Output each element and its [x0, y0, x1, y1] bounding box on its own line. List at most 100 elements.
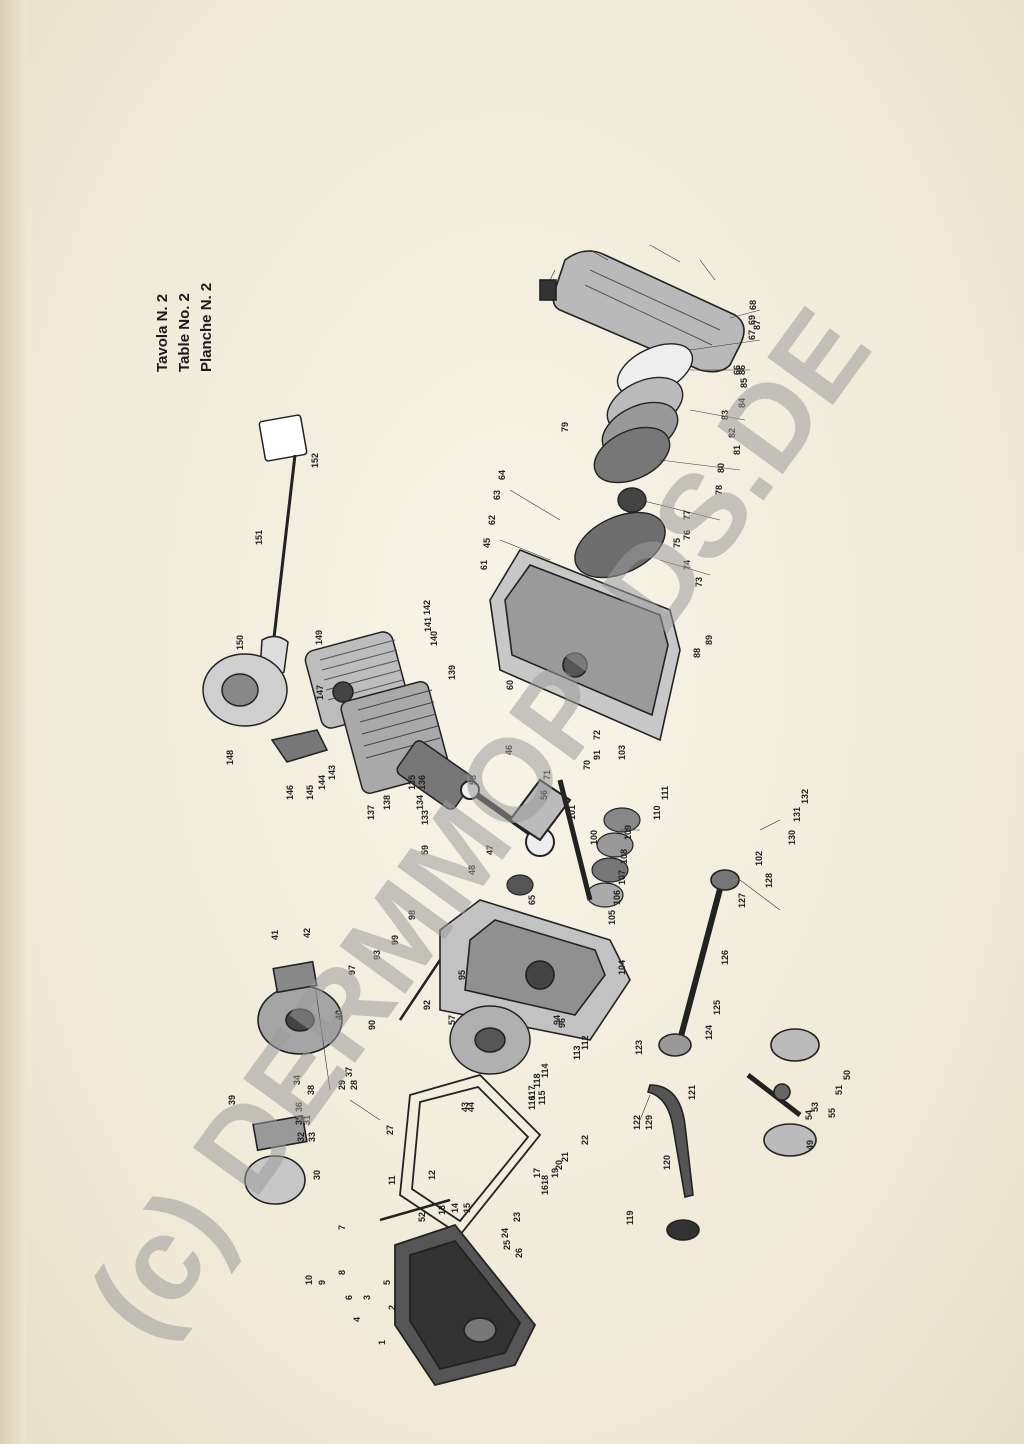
callout-151: 151 [254, 530, 264, 545]
callout-23: 23 [512, 1212, 522, 1222]
callout-149: 149 [314, 630, 324, 645]
callout-116: 116 [527, 1095, 537, 1110]
callout-90: 90 [367, 1020, 377, 1030]
callout-24: 24 [500, 1228, 510, 1238]
callout-137: 137 [366, 805, 376, 820]
callout-53: 53 [810, 1102, 820, 1112]
callout-138: 138 [382, 795, 392, 810]
callout-52: 52 [417, 1212, 427, 1222]
callout-79: 79 [560, 422, 570, 432]
callout-110: 110 [652, 805, 662, 820]
connecting-rod [460, 778, 572, 857]
callout-141: 141 [423, 617, 433, 632]
callout-125: 125 [712, 1000, 722, 1015]
callout-73: 73 [694, 577, 704, 587]
callout-40: 40 [334, 1010, 344, 1020]
callout-144: 144 [317, 775, 327, 790]
page-edge [0, 0, 26, 1444]
callout-84: 84 [737, 398, 747, 408]
callout-123: 123 [634, 1040, 644, 1055]
callout-28: 28 [349, 1080, 359, 1090]
callout-78: 78 [714, 485, 724, 495]
callout-3: 3 [362, 1295, 372, 1300]
clutch-plates [574, 343, 694, 579]
callout-54: 54 [804, 1110, 814, 1120]
callout-147: 147 [315, 685, 325, 700]
callout-63: 63 [492, 490, 502, 500]
callout-87: 87 [752, 320, 762, 330]
callout-118: 118 [532, 1073, 542, 1088]
callout-142: 142 [422, 600, 432, 615]
callout-71: 71 [542, 770, 552, 780]
callout-46: 46 [504, 745, 514, 755]
callout-94: 94 [552, 1015, 562, 1025]
callout-89: 89 [704, 635, 714, 645]
callout-107: 107 [617, 870, 627, 885]
crankcase-right [489, 549, 681, 742]
callout-61: 61 [479, 560, 489, 570]
callout-12: 12 [427, 1170, 437, 1180]
callout-106: 106 [612, 890, 622, 905]
callout-98: 98 [407, 910, 417, 920]
callout-135: 135 [407, 775, 417, 790]
callout-81: 81 [732, 445, 742, 455]
callout-43: 43 [460, 1102, 470, 1112]
callout-66: 66 [732, 365, 742, 375]
callout-88: 88 [692, 648, 702, 658]
callout-44: 44 [466, 1102, 476, 1112]
callout-140: 140 [429, 631, 439, 646]
callout-77: 77 [682, 510, 692, 520]
callout-37: 37 [344, 1067, 354, 1077]
callout-113: 113 [572, 1045, 582, 1060]
callout-145: 145 [305, 785, 315, 800]
callout-8: 8 [337, 1270, 347, 1275]
callout-76: 76 [682, 530, 692, 540]
stator-plate [449, 1005, 531, 1075]
callout-51: 51 [834, 1085, 844, 1095]
callout-92: 92 [422, 1000, 432, 1010]
callout-56: 56 [539, 790, 549, 800]
callout-101: 101 [567, 805, 577, 820]
callout-25: 25 [502, 1240, 512, 1250]
callout-112: 112 [580, 1035, 590, 1050]
callout-93: 93 [372, 950, 382, 960]
callout-7: 7 [337, 1225, 347, 1230]
callout-17: 17 [532, 1168, 542, 1178]
callout-20: 20 [554, 1160, 564, 1170]
watermark: (c) DERMMOPEDS.DE [64, 286, 895, 1361]
callout-64: 64 [497, 470, 507, 480]
callout-48: 48 [467, 865, 477, 875]
callout-150: 150 [235, 635, 245, 650]
callout-132: 132 [800, 789, 810, 804]
callout-117: 117 [527, 1085, 537, 1100]
callout-55: 55 [827, 1108, 837, 1118]
callout-33: 33 [307, 1132, 317, 1142]
callout-128: 128 [764, 873, 774, 888]
callout-35: 35 [294, 1115, 304, 1125]
callout-86: 86 [737, 365, 747, 375]
callout-83: 83 [720, 410, 730, 420]
callout-16: 16 [540, 1185, 550, 1195]
callout-18: 18 [540, 1175, 550, 1185]
callout-105: 105 [607, 910, 617, 925]
kickstart-assembly [647, 869, 740, 1241]
callout-129: 129 [644, 1115, 654, 1130]
callout-68: 68 [748, 300, 758, 310]
callout-65: 65 [527, 895, 537, 905]
callout-22: 22 [580, 1135, 590, 1145]
flywheel-magneto [244, 960, 343, 1205]
callout-127: 127 [737, 893, 747, 908]
callout-70: 70 [582, 760, 592, 770]
callout-6: 6 [344, 1295, 354, 1300]
callout-102: 102 [754, 851, 764, 866]
callout-39: 39 [227, 1095, 237, 1105]
callout-67: 67 [747, 330, 757, 340]
carburetor-bracket [258, 414, 308, 677]
callout-103: 103 [617, 745, 627, 760]
callout-27: 27 [385, 1125, 395, 1135]
gear-train [506, 779, 641, 908]
callout-109: 109 [623, 825, 633, 840]
